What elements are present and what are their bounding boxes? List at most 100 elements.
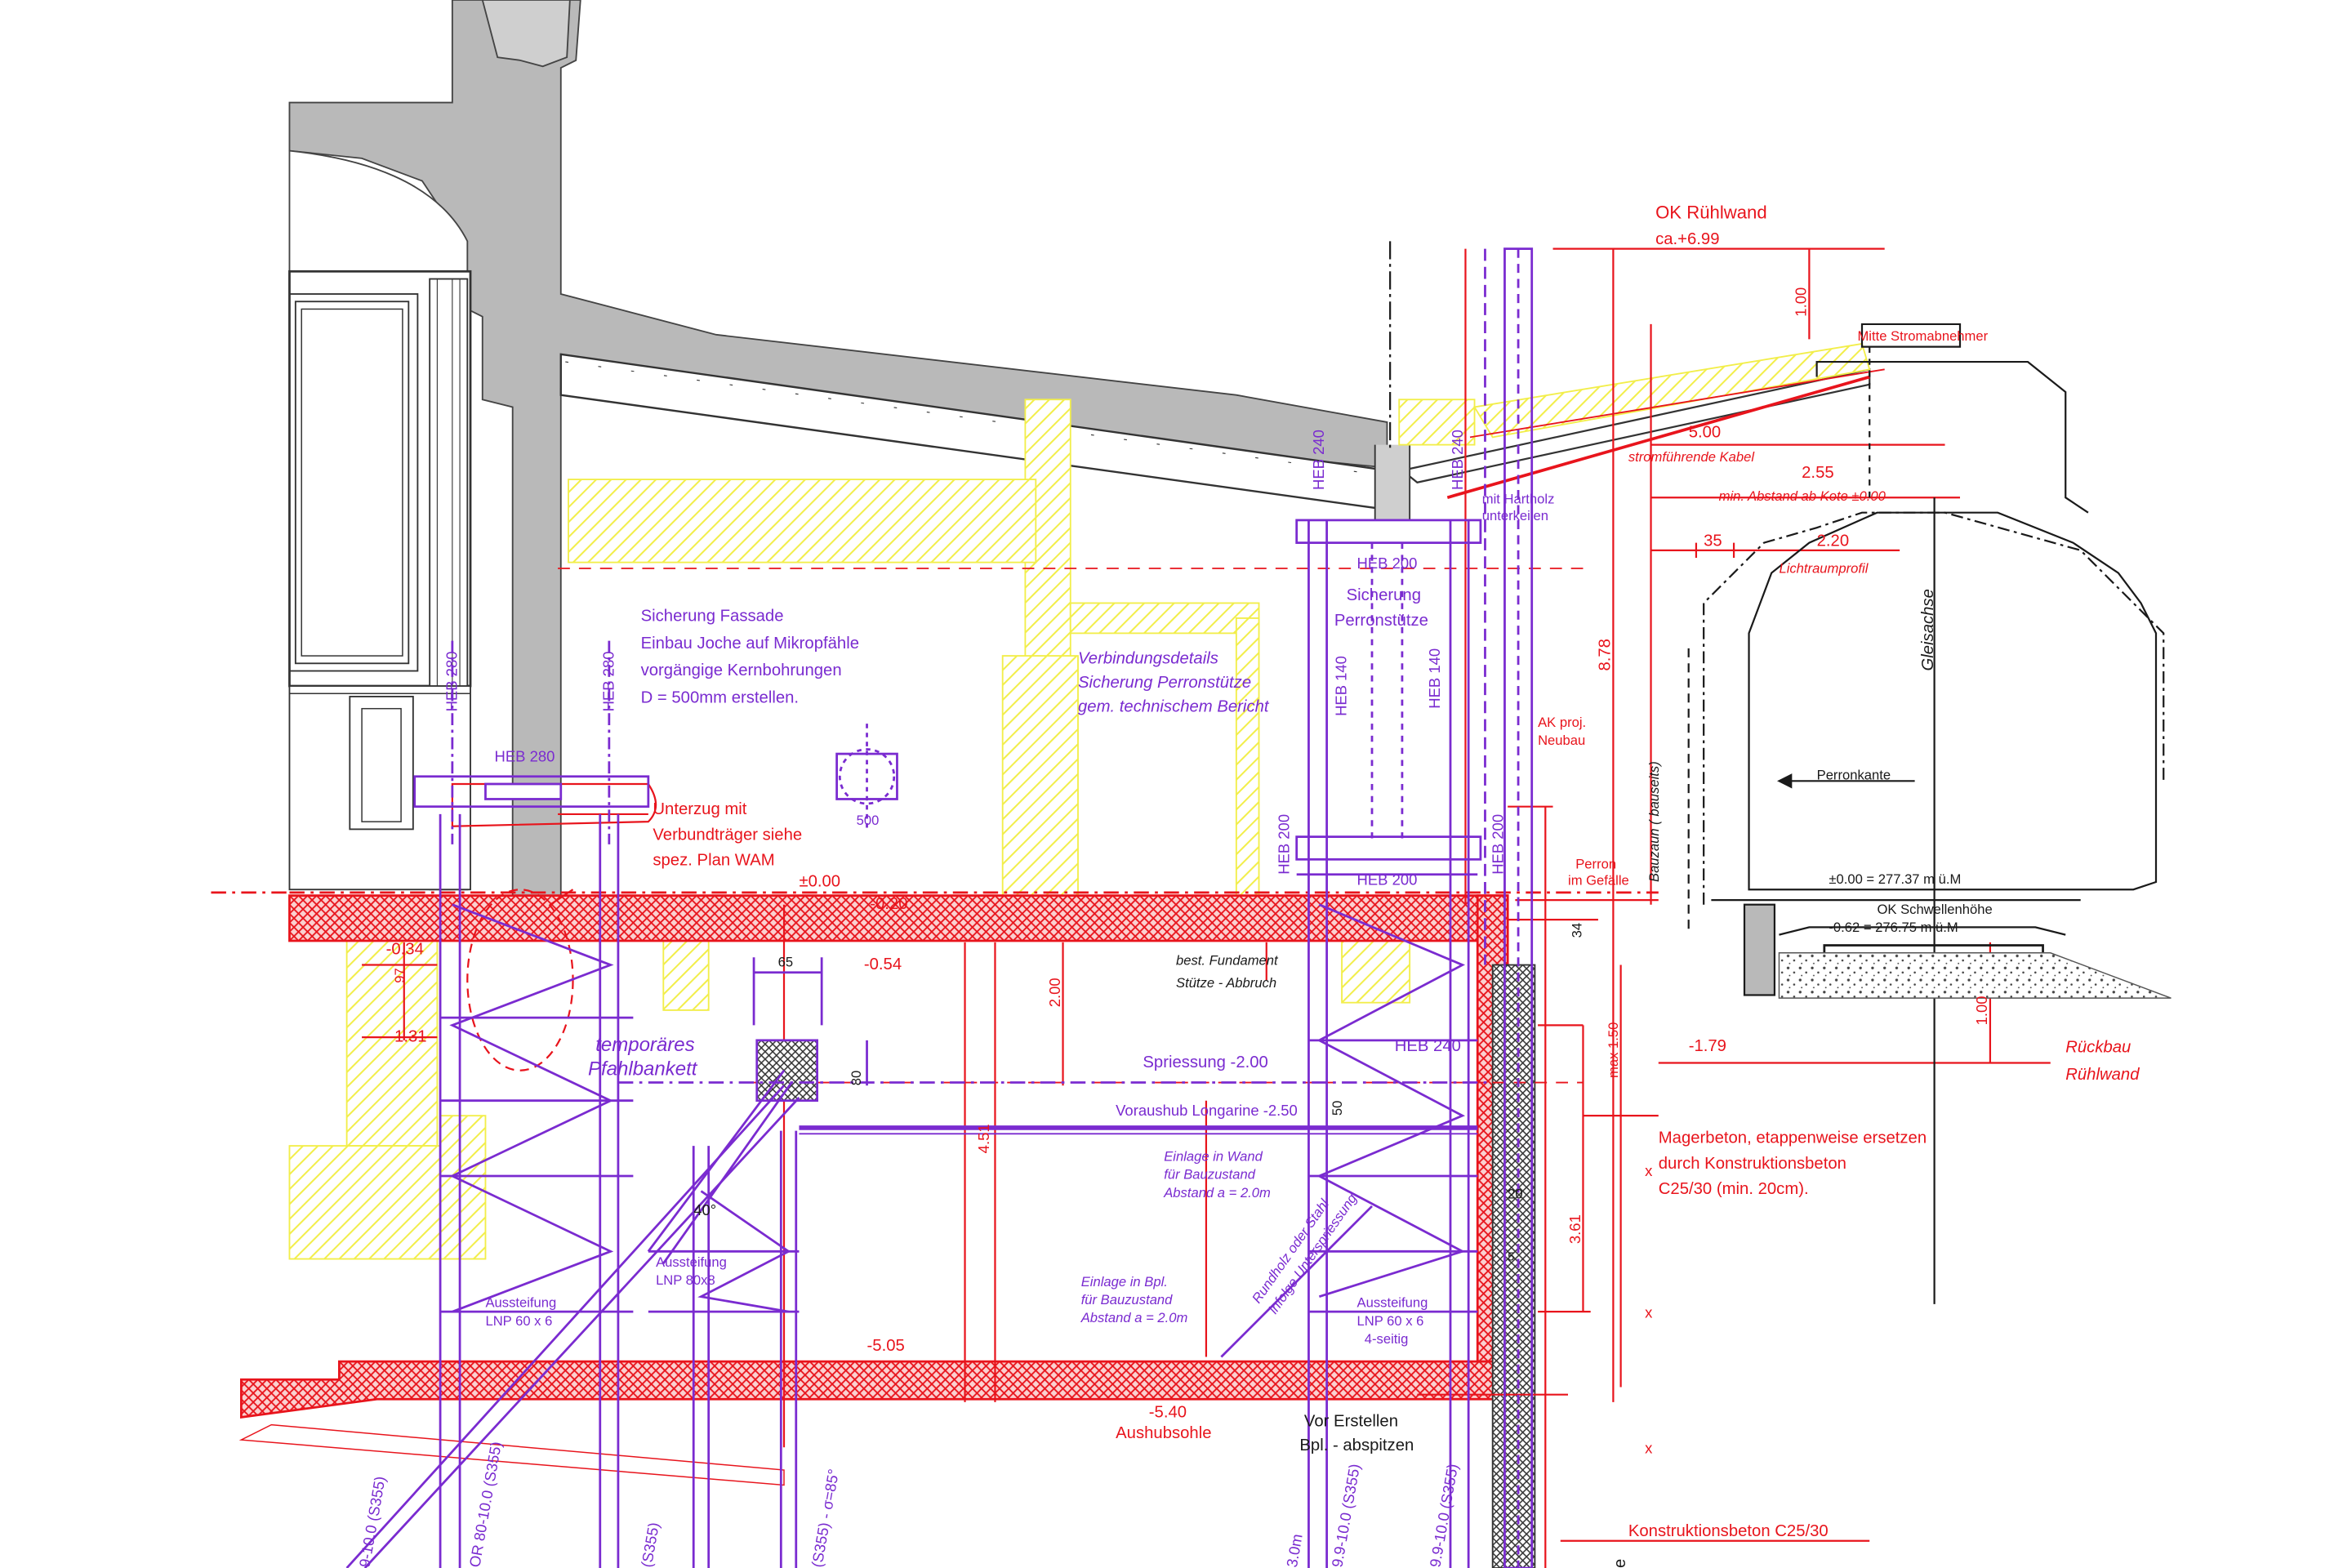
label-voraushub: Voraushub Longarine -2.50: [1116, 1102, 1298, 1119]
level-m131: -1.31: [389, 1028, 426, 1046]
label-spriessung: Spriessung -2.00: [1143, 1054, 1267, 1071]
label-perron-2: im Gefälle: [1568, 873, 1629, 889]
label-min-abstand: min. Abstand ab Kote ±0.00: [1719, 488, 1886, 504]
label-heb-200-top: HEB 200: [1357, 555, 1418, 572]
label-best-fundament-1: best. Fundament: [1176, 953, 1279, 969]
dim-x3: x: [1645, 1440, 1653, 1457]
label-sicherung-fassade-1: Sicherung Fassade: [641, 608, 784, 626]
label-aushubsohle: Aushubsohle: [1116, 1424, 1211, 1442]
dim-200: 2.00: [1046, 978, 1063, 1007]
label-einlage-wand-2: für Bauzustand: [1164, 1167, 1255, 1183]
label-ok-level: ca.+6.99: [1655, 230, 1719, 248]
label-einlage-bpl-2: für Bauzustand: [1081, 1292, 1173, 1307]
label-perronstuetze: Perronstütze: [1334, 612, 1428, 630]
label-heb-140-b: HEB 140: [1426, 648, 1443, 709]
label-pile-1: 9-10.0 (S355): [356, 1475, 389, 1568]
dim-100-right: 1.00: [1973, 996, 1990, 1025]
label-verbindungsdetails-2: Sicherung Perronstütze: [1078, 674, 1251, 692]
label-aussteifung-right-3: 4-seitig: [1365, 1331, 1409, 1347]
level-zero: ±0.00: [799, 873, 840, 891]
existing-building: [288, 0, 1871, 906]
label-konstruktionsbeton: Konstruktionsbeton C25/30: [1628, 1522, 1829, 1540]
dim-100-top: 1.00: [1793, 287, 1810, 317]
dim-e: e: [1611, 1559, 1629, 1568]
dim-361: 3.61: [1566, 1214, 1584, 1244]
label-mit-hartholz-1: mit Hartholz: [1482, 492, 1555, 507]
dim-34: 34: [1570, 923, 1585, 938]
level-m505: -5.05: [867, 1337, 905, 1355]
dim-500mm: 500: [857, 813, 880, 828]
label-verbindungsdetails-3: gem. technischem Bericht: [1078, 697, 1270, 715]
label-pfahlbankett: Pfahlbankett: [588, 1058, 698, 1080]
label-pile-3: (S355) - σ=85°: [808, 1468, 842, 1568]
label-mit-hartholz-2: unterkeilen: [1482, 508, 1548, 523]
label-heb-200-v2: HEB 200: [1490, 814, 1507, 875]
label-pile-6: (S355): [638, 1521, 662, 1568]
label-pile-7: 3.0m: [1283, 1533, 1306, 1568]
label-aussteifung-left-1: Aussteifung: [485, 1295, 556, 1311]
label-perron-1: Perron: [1575, 856, 1616, 871]
level-m034: -0.34: [386, 941, 424, 959]
label-einlage-wand-3: Abstand a = 2.0m: [1163, 1185, 1271, 1200]
label-heb-240-mid: HEB 240: [1395, 1037, 1461, 1055]
label-ok-ruehlwand: OK Rühlwand: [1655, 203, 1767, 223]
label-heb-280-b: HEB 280: [599, 652, 617, 712]
level-m540: -5.40: [1149, 1403, 1187, 1421]
label-aussteifung-mid-1: Aussteifung: [656, 1254, 727, 1270]
label-perronkante: Perronkante: [1817, 767, 1891, 782]
dim-50: 50: [1330, 1101, 1345, 1116]
label-bauzaun: Bauzaun ( bauseits): [1646, 761, 1662, 882]
label-stromfuehrende-kabel: stromführende Kabel: [1628, 449, 1755, 465]
label-angle-40: 40°: [693, 1201, 716, 1218]
label-aussteifung-mid-2: LNP 80x8: [656, 1272, 715, 1288]
label-aussteifung-left-2: LNP 60 x 6: [485, 1313, 552, 1329]
label-heb-240-a: HEB 240: [1310, 430, 1327, 490]
annotations: OK Rühlwand ca.+6.99 Mitte Stromabnehmer…: [356, 203, 2140, 1568]
label-vor-erstellen-1: Vor Erstellen: [1304, 1412, 1398, 1430]
level-m054: -0.54: [864, 956, 902, 973]
dim-80: 80: [849, 1071, 864, 1085]
label-heb-140-a: HEB 140: [1333, 656, 1350, 716]
label-heb-200-v1: HEB 200: [1275, 814, 1292, 875]
label-aussteifung-right-1: Aussteifung: [1357, 1295, 1428, 1311]
label-magerbeton-2: durch Konstruktionsbeton: [1659, 1155, 1846, 1173]
label-magerbeton-1: Magerbeton, etappenweise ersetzen: [1659, 1129, 1927, 1147]
label-einlage-bpl-1: Einlage in Bpl.: [1081, 1274, 1168, 1290]
label-heb-240-b: HEB 240: [1449, 430, 1466, 490]
label-sicherung-fassade-4: D = 500mm erstellen.: [641, 688, 799, 706]
label-level-schwelle: -0.62 = 276.75 m ü.M: [1829, 920, 1958, 935]
label-heb-280-a: HEB 280: [443, 652, 460, 712]
dim-878: 8.78: [1597, 639, 1615, 671]
label-sicherung: Sicherung: [1347, 586, 1421, 604]
label-lichtraumprofil: Lichtraumprofil: [1779, 561, 1869, 577]
label-vor-erstellen-2: Bpl. - abspitzen: [1299, 1437, 1414, 1454]
level-m179: -1.79: [1689, 1037, 1726, 1055]
label-sicherung-fassade-3: vorgängige Kernbohrungen: [641, 662, 842, 679]
label-mitte-stromabnehmer: Mitte Stromabnehmer: [1857, 328, 1988, 344]
label-rueckbau: Rückbau: [2065, 1039, 2131, 1057]
dim-451: 4.51: [975, 1124, 992, 1153]
dim-35: 35: [1704, 532, 1722, 550]
dim-97: 97: [392, 968, 408, 982]
label-unterzug-3: spez. Plan WAM: [653, 852, 774, 870]
label-ak-proj-2: Neubau: [1538, 733, 1585, 748]
label-gleisachse: Gleisachse: [1919, 589, 1937, 670]
dim-500: 5.00: [1689, 423, 1722, 441]
label-best-fundament-2: Stütze - Abbruch: [1176, 975, 1276, 991]
label-heb-280-horizontal: HEB 280: [495, 747, 555, 764]
dim-65: 65: [778, 954, 793, 969]
label-heb-200-bottom: HEB 200: [1357, 871, 1418, 889]
label-magerbeton-3: C25/30 (min. 20cm).: [1659, 1180, 1809, 1198]
label-verbindungsdetails-1: Verbindungsdetails: [1078, 649, 1218, 667]
train-clearance-profile: [1389, 241, 2172, 1304]
dim-max150: max 1.50: [1606, 1022, 1621, 1078]
label-ak-proj-1: AK proj.: [1538, 715, 1586, 730]
label-aussteifung-right-2: LNP 60 x 6: [1357, 1313, 1424, 1329]
label-sicherung-fassade-2: Einbau Joche auf Mikropfähle: [641, 635, 859, 653]
label-unterzug-2: Verbundträger siehe: [653, 826, 802, 844]
label-pile-5: 9.9-10.0 (S355): [1426, 1463, 1461, 1568]
dim-x1: x: [1645, 1162, 1653, 1179]
label-pile-4: 9.9-10.0 (S355): [1328, 1463, 1363, 1568]
label-ok-schwellenhoehe: OK Schwellenhöhe: [1877, 902, 1992, 917]
